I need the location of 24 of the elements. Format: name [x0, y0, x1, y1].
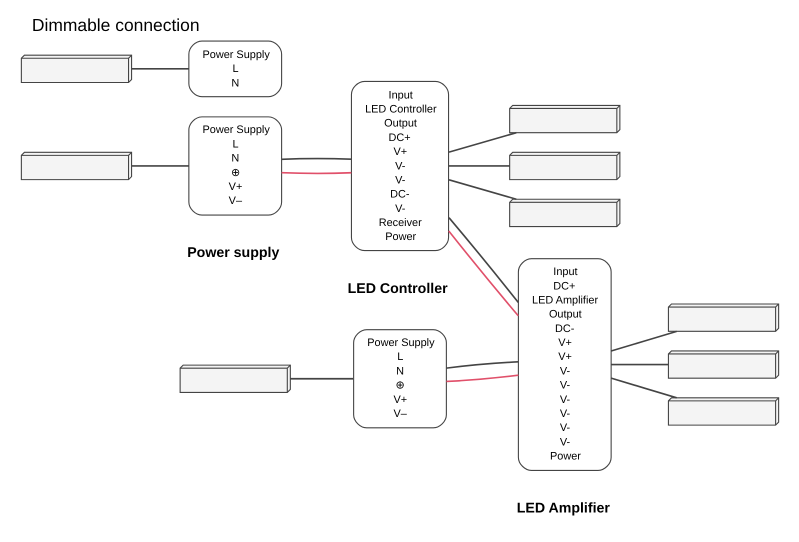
node-box: Power Supply L N ⊕ V+ V–: [352, 329, 446, 428]
connector: [448, 179, 516, 200]
diagram-title: Dimmable connection: [31, 15, 200, 35]
connector: [610, 377, 676, 399]
node-label: LED Amplifier: [516, 500, 610, 516]
node-box: Input DC+ LED Amplifier Output DC- V+ V+ V- V- V- V- V- V- Power: [517, 258, 612, 471]
connector: [281, 172, 351, 174]
node-label: LED Controller: [347, 280, 448, 297]
node-box: Input LED Controller Output DC+ V+ V- V- DC- V- Receiver Power: [350, 80, 449, 252]
connector: [131, 165, 188, 167]
connector: [448, 132, 516, 153]
connector: [610, 364, 668, 366]
connector: [446, 374, 518, 382]
connector: [448, 165, 510, 167]
connector: [290, 378, 353, 380]
connector: [281, 158, 351, 160]
connector: [131, 68, 188, 70]
connector: [610, 330, 676, 352]
node-box: Power Supply L N ⊕ V+ V–: [188, 116, 282, 216]
connector: [448, 230, 518, 316]
node-box: Power Supply L N: [188, 40, 282, 98]
connector: [448, 217, 518, 304]
node-label: Power supply: [186, 244, 279, 261]
connector: [446, 361, 518, 369]
